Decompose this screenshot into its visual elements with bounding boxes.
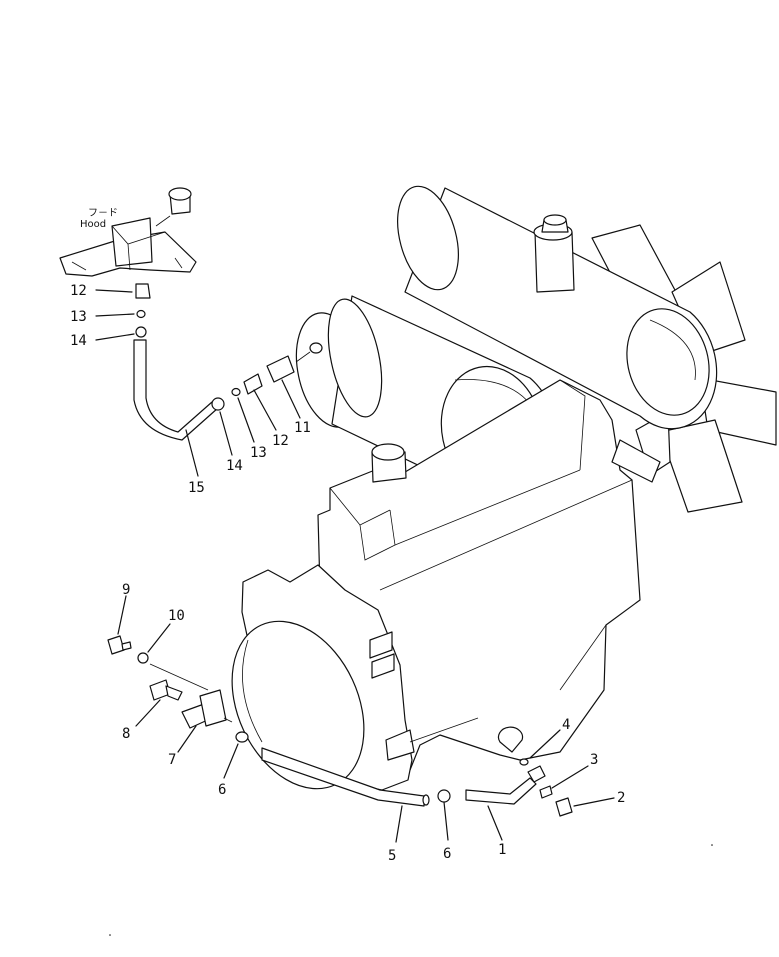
callout-7: 7: [168, 752, 176, 768]
hood-label-jp: フ－ド: [88, 208, 118, 219]
hood-bracket: フ－ド Hood: [59, 187, 197, 277]
air-cleaner: [397, 185, 718, 430]
callout-6-left: 6: [218, 782, 226, 798]
leader-lines: [95, 289, 615, 843]
callout-4: 4: [562, 717, 570, 733]
callout-10: 10: [168, 608, 185, 624]
fittings: [107, 283, 573, 817]
callout-9: 9: [122, 582, 130, 598]
hood-label-en: Hood: [80, 219, 106, 230]
callout-8: 8: [122, 726, 130, 742]
flywheel-housing: [231, 564, 524, 791]
callout-3: 3: [590, 752, 598, 768]
callout-14-top: 14: [70, 333, 87, 349]
callout-13-top: 13: [70, 309, 87, 325]
callout-12-top: 12: [70, 283, 87, 299]
engine-assembly: [231, 185, 777, 791]
callout-12-right: 12: [272, 433, 289, 449]
callout-14-right: 14: [226, 458, 243, 474]
callout-13-right: 13: [250, 445, 267, 461]
callout-1: 1: [498, 842, 506, 858]
callout-11: 11: [294, 420, 311, 436]
callout-labels: 12 13 14 15 14 13 12 11 9 10 8 7 6 5 6 1…: [70, 283, 625, 864]
callout-5: 5: [388, 848, 396, 864]
callout-15: 15: [188, 480, 205, 496]
callout-2: 2: [617, 790, 625, 806]
callout-6-right: 6: [443, 846, 451, 862]
